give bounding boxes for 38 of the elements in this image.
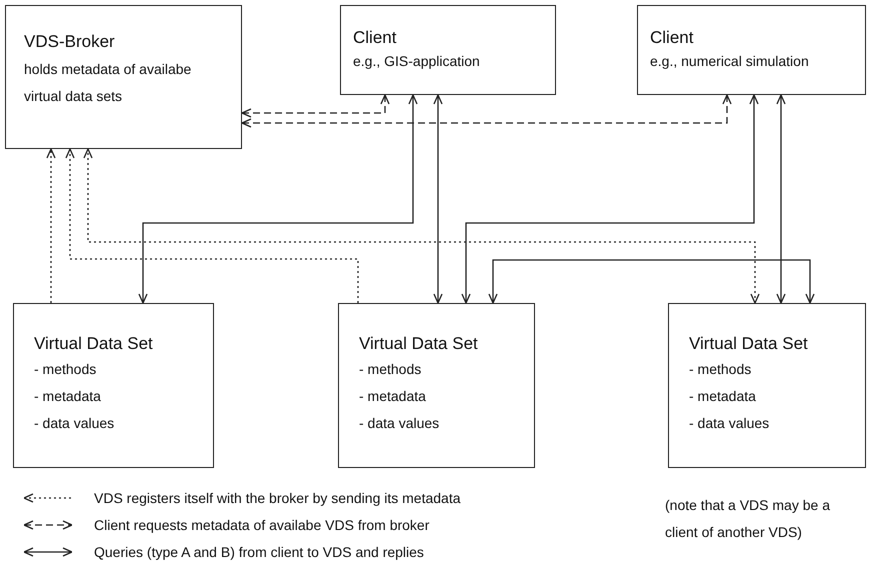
box-text: - metadata xyxy=(689,387,756,406)
connector-arrow xyxy=(241,94,390,118)
connector-arrow xyxy=(65,148,359,303)
process-box xyxy=(340,5,556,95)
legend-text: Client requests metadata of availabe VDS from broker xyxy=(94,517,430,533)
legend-text: Queries (type A and B) from client to VDS and replies xyxy=(94,544,424,560)
connector-arrow xyxy=(83,148,760,304)
connector-arrow xyxy=(241,94,732,128)
connector-arrow xyxy=(138,94,418,304)
connector-arrow xyxy=(488,259,815,304)
note-text: (note that a VDS may be a client of another VDS) xyxy=(665,496,831,542)
box-text: - metadata xyxy=(359,387,426,406)
box-title: Client xyxy=(353,28,396,48)
process-box xyxy=(668,303,866,468)
box-title: Client xyxy=(650,28,694,48)
box-text: - data values xyxy=(689,414,770,433)
legend-text: VDS registers itself with the broker by sending its metadata xyxy=(94,490,461,506)
box-text: holds metadata of availabe virtual data sets xyxy=(24,60,192,106)
box-title: VDS-Broker xyxy=(24,32,115,52)
box-text: - methods xyxy=(34,360,96,379)
box-text: - methods xyxy=(359,360,422,379)
process-box xyxy=(338,303,535,468)
connector-arrow xyxy=(461,94,759,304)
box-text: - data values xyxy=(34,414,114,433)
box-title: Virtual Data Set xyxy=(34,334,153,354)
process-box xyxy=(5,5,242,149)
box-title: Virtual Data Set xyxy=(359,334,478,354)
box-text: - metadata xyxy=(34,387,101,406)
box-text: - data values xyxy=(359,414,440,433)
process-box xyxy=(13,303,214,468)
connector-arrow xyxy=(776,94,786,304)
process-box xyxy=(637,5,866,95)
box-title: Virtual Data Set xyxy=(689,334,808,354)
box-text: - methods xyxy=(689,360,752,379)
box-text: e.g., GIS-application xyxy=(353,52,480,71)
connector-arrow xyxy=(433,94,443,304)
box-text: e.g., numerical simulation xyxy=(650,52,809,71)
connector-arrow xyxy=(46,148,56,303)
